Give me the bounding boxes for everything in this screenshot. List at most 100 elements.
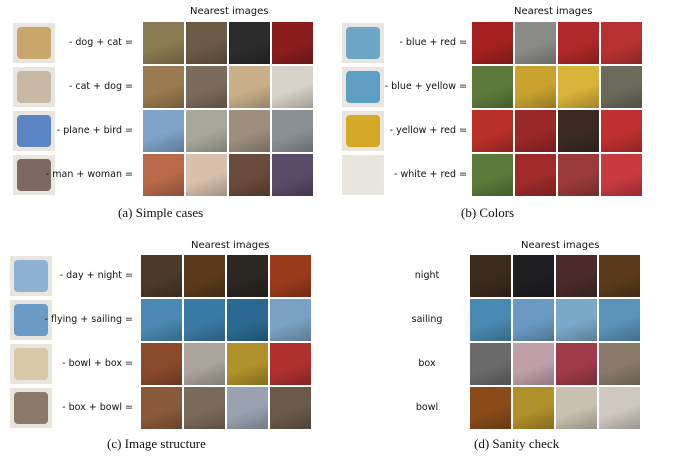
query-image (13, 155, 55, 195)
panel-d-caption: (d) Sanity check (474, 436, 560, 451)
nearest-image-thumbnail (186, 66, 227, 108)
nearest-image-thumbnail (513, 387, 554, 429)
nearest-image-thumbnail (601, 154, 642, 196)
nearest-image-thumbnail (229, 154, 270, 196)
nearest-image-thumbnail (472, 110, 513, 152)
nearest-image-thumbnail (513, 299, 554, 341)
panel-a-header: Nearest images (190, 6, 269, 17)
nearest-image-thumbnail (227, 299, 268, 341)
nearest-image-thumbnail (472, 154, 513, 196)
nearest-image-thumbnail (272, 22, 313, 64)
school-bus-photo (346, 115, 380, 147)
nearest-image-thumbnail (558, 66, 599, 108)
arithmetic-label: - blue + yellow = (384, 81, 467, 92)
nearest-image-thumbnail (186, 110, 227, 152)
nearest-image-thumbnail (470, 343, 511, 385)
nearest-image-thumbnail (184, 299, 225, 341)
arithmetic-label: - white + red = (394, 169, 467, 180)
query-image (10, 388, 52, 428)
nearest-image-thumbnail (558, 154, 599, 196)
nearest-image-thumbnail (229, 22, 270, 64)
nearest-image-thumbnail (472, 22, 513, 64)
kittens-in-bowl-photo (14, 348, 48, 380)
query-image (342, 111, 384, 151)
nearest-image-thumbnail (143, 22, 184, 64)
nearest-image-thumbnail (558, 22, 599, 64)
query-image (10, 344, 52, 384)
nearest-image-thumbnail (601, 22, 642, 64)
query-image (13, 67, 55, 107)
query-word-label: night (414, 270, 440, 281)
nearest-image-thumbnail (143, 110, 184, 152)
arithmetic-label: - cat + dog = (68, 81, 133, 92)
panel-b-caption: (b) Colors (461, 205, 515, 220)
panel-d-header: Nearest images (521, 240, 600, 251)
query-word-label: sailing (411, 314, 443, 325)
nearest-image-thumbnail (558, 110, 599, 152)
arithmetic-label: - bowl + box = (62, 358, 133, 369)
nearest-image-thumbnail (515, 110, 556, 152)
arithmetic-label: - day + night = (59, 270, 133, 281)
arithmetic-label: - box + bowl = (62, 402, 133, 413)
nearest-image-thumbnail (556, 299, 597, 341)
nearest-image-thumbnail (272, 154, 313, 196)
nearest-image-thumbnail (513, 255, 554, 297)
arithmetic-label: - flying + sailing = (44, 314, 133, 325)
nearest-image-thumbnail (141, 255, 182, 297)
nearest-image-thumbnail (227, 387, 268, 429)
nearest-image-thumbnail (515, 22, 556, 64)
nearest-image-thumbnail (472, 66, 513, 108)
kitten-photo (17, 71, 51, 103)
nearest-image-thumbnail (599, 343, 640, 385)
nearest-image-thumbnail (141, 343, 182, 385)
nearest-image-thumbnail (272, 66, 313, 108)
taj-mahal-photo (14, 260, 48, 292)
airplane-photo (14, 304, 48, 336)
nearest-image-thumbnail (470, 299, 511, 341)
blue-car-photo (346, 71, 380, 103)
query-image (342, 155, 384, 195)
nearest-image-thumbnail (556, 343, 597, 385)
query-image (10, 300, 52, 340)
arithmetic-label: - blue + red = (399, 37, 467, 48)
query-image (10, 256, 52, 296)
query-image (13, 111, 55, 151)
nearest-image-thumbnail (556, 387, 597, 429)
nearest-image-thumbnail (184, 387, 225, 429)
nearest-image-thumbnail (227, 343, 268, 385)
query-image (342, 23, 384, 63)
nearest-image-thumbnail (470, 255, 511, 297)
airplane-photo (17, 115, 51, 147)
nearest-image-thumbnail (270, 255, 311, 297)
nearest-image-thumbnail (227, 255, 268, 297)
query-image (13, 23, 55, 63)
nearest-image-thumbnail (470, 387, 511, 429)
nearest-image-thumbnail (229, 66, 270, 108)
panel-a-caption: (a) Simple cases (118, 205, 204, 220)
arithmetic-label: - plane + bird = (56, 125, 133, 136)
query-word-label: bowl (415, 402, 439, 413)
cat-in-box-photo (14, 392, 48, 424)
nearest-image-thumbnail (601, 110, 642, 152)
panel-b-header: Nearest images (514, 6, 593, 17)
nearest-image-thumbnail (601, 66, 642, 108)
nearest-image-thumbnail (515, 66, 556, 108)
nearest-image-thumbnail (270, 343, 311, 385)
nearest-image-thumbnail (272, 110, 313, 152)
nearest-image-thumbnail (184, 255, 225, 297)
nearest-image-thumbnail (141, 387, 182, 429)
man-portrait-photo (17, 159, 51, 191)
nearest-image-thumbnail (143, 154, 184, 196)
woman-white-dress-photo (346, 159, 380, 191)
nearest-image-thumbnail (556, 255, 597, 297)
blue-car-photo (346, 27, 380, 59)
query-image (342, 67, 384, 107)
nearest-image-thumbnail (599, 255, 640, 297)
nearest-image-thumbnail (599, 299, 640, 341)
nearest-image-thumbnail (513, 343, 554, 385)
query-word-label: box (418, 358, 436, 369)
panel-c-header: Nearest images (191, 240, 270, 251)
nearest-image-thumbnail (229, 110, 270, 152)
nearest-image-thumbnail (143, 66, 184, 108)
golden-retriever-photo (17, 27, 51, 59)
